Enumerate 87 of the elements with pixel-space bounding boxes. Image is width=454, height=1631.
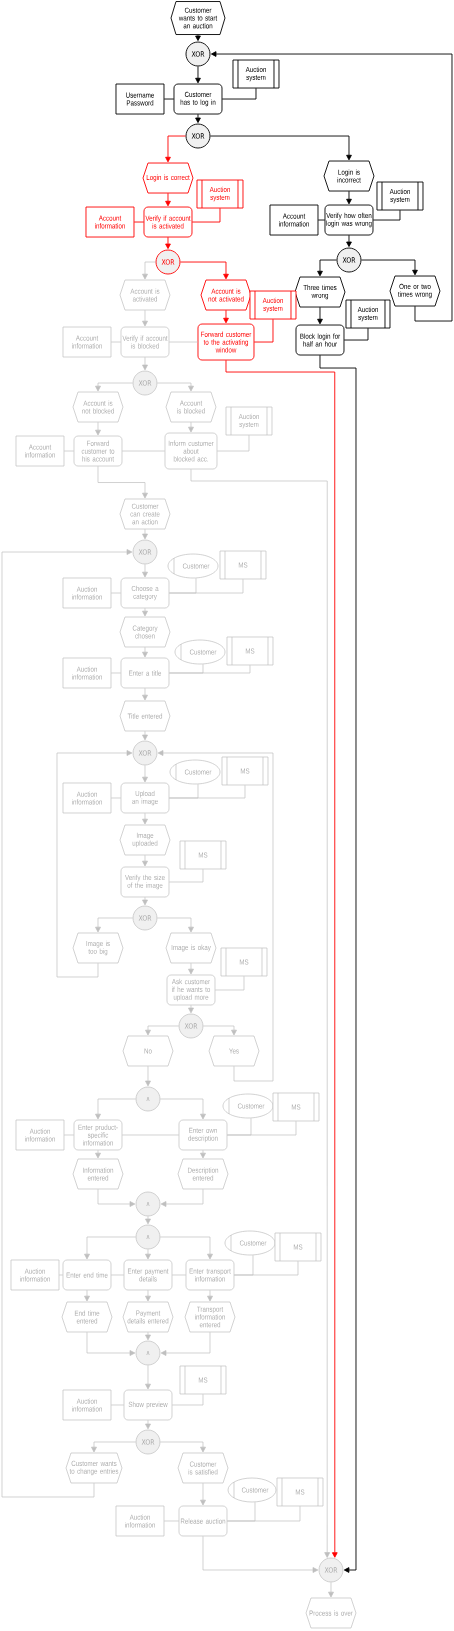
arrow	[207, 1289, 213, 1302]
connector-line	[226, 1120, 297, 1136]
arrow	[202, 1535, 319, 1573]
arrow	[142, 854, 148, 867]
arrow	[84, 1289, 90, 1302]
arrow	[195, 113, 201, 123]
arrow	[145, 1249, 151, 1260]
connector-line	[221, 87, 257, 100]
connector-line	[133, 221, 145, 223]
connector-line	[253, 318, 274, 343]
arrow	[157, 917, 194, 933]
arrow	[188, 962, 194, 975]
connector-line	[171, 1393, 204, 1406]
connector-line	[216, 434, 250, 452]
arrow	[142, 528, 148, 540]
arrow	[145, 1065, 151, 1087]
arrow	[95, 421, 101, 436]
connector-line	[214, 975, 245, 991]
arrow	[56, 750, 133, 978]
arrow	[142, 309, 148, 327]
arrow	[145, 1365, 151, 1390]
arrow	[157, 750, 274, 1082]
arrow	[142, 261, 156, 280]
arrow	[165, 236, 171, 249]
arrow	[346, 234, 352, 247]
arrow	[165, 192, 171, 207]
arrow	[165, 135, 186, 163]
connector-line	[317, 219, 326, 221]
arrow	[319, 354, 357, 1573]
arrow	[91, 1441, 136, 1453]
arrow	[223, 309, 229, 324]
arrow	[95, 1098, 136, 1120]
connector-line	[168, 578, 244, 594]
arrow	[97, 465, 148, 499]
arrow	[95, 1149, 101, 1159]
connector-line	[233, 1260, 299, 1276]
connector-line	[168, 784, 246, 799]
arrow	[1, 549, 133, 1498]
arrow	[195, 34, 201, 41]
arrow	[145, 1289, 151, 1302]
arrow	[145, 1025, 179, 1036]
arrow	[84, 1236, 136, 1260]
arrow	[195, 66, 201, 84]
arrow	[142, 607, 148, 617]
arrow	[160, 1331, 211, 1356]
arrow	[142, 646, 148, 658]
arrow	[317, 259, 337, 277]
connector-line	[168, 664, 251, 674]
arrow	[160, 1188, 204, 1207]
arrow	[145, 1216, 151, 1225]
arrow	[361, 259, 418, 276]
arrow	[95, 382, 133, 392]
arrow	[160, 1441, 206, 1453]
arrow	[157, 382, 194, 392]
arrow	[188, 421, 194, 433]
arrow	[95, 917, 133, 933]
arrow	[180, 261, 229, 280]
arrow	[200, 1149, 206, 1159]
arrow	[190, 468, 331, 1558]
arrow	[142, 730, 148, 741]
arrow	[328, 1582, 334, 1598]
connector-line	[191, 207, 221, 223]
connector-line	[168, 868, 204, 883]
arrow	[210, 135, 352, 161]
connector-line	[226, 1505, 301, 1522]
arrow	[225, 359, 338, 1558]
arrow	[142, 765, 148, 783]
arrow	[188, 1004, 194, 1014]
arrow	[317, 306, 323, 325]
connector-line	[343, 327, 369, 341]
arrow	[142, 564, 148, 578]
arrow	[145, 1331, 151, 1341]
arrow	[203, 1025, 237, 1036]
connector-line	[163, 98, 175, 100]
arrow	[142, 812, 148, 825]
arrow	[160, 1098, 206, 1120]
arrow	[145, 1419, 151, 1430]
arrow	[346, 190, 352, 205]
connector-line	[372, 209, 401, 221]
arrow	[160, 1236, 213, 1260]
arrow	[211, 51, 453, 322]
arrow	[142, 356, 148, 371]
arrow	[86, 1331, 136, 1356]
arrow	[142, 687, 148, 701]
arrow	[200, 1482, 206, 1506]
arrow	[97, 1188, 136, 1207]
arrow	[142, 896, 148, 906]
